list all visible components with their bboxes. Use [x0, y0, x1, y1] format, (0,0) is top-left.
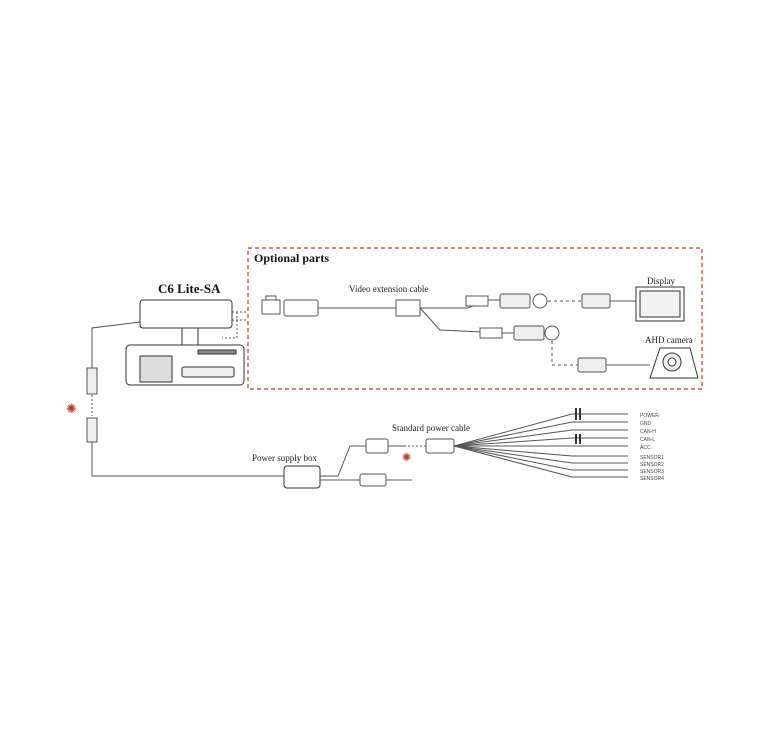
video-plug-2: [513, 325, 545, 341]
display-monitor: [635, 286, 685, 322]
device-title: C6 Lite-SA: [158, 281, 221, 296]
warning-star-right: ✺: [402, 451, 411, 464]
optional-parts-box: [247, 247, 703, 390]
wire-label: CAN-L: [640, 437, 655, 443]
cable-fanout: [453, 408, 628, 478]
ahd-camera: [649, 347, 699, 379]
device-link-dashed: [222, 311, 246, 339]
display-plug: [581, 293, 611, 309]
video-cap-2: [544, 325, 560, 341]
warning-star-left: ✺: [66, 402, 77, 417]
power-supply-label: Power supply box: [252, 453, 317, 463]
camera-plug: [577, 357, 607, 373]
device-socket: [86, 417, 98, 443]
video-cap-1: [532, 293, 548, 309]
supply-plug: [365, 438, 389, 454]
display-label: Display: [647, 276, 675, 286]
wire-label: ACC: [640, 445, 651, 451]
extension-plug: [283, 299, 319, 317]
power-supply-box: [283, 465, 321, 489]
video-splitter: [395, 299, 421, 317]
optional-parts-heading: Optional parts: [254, 251, 329, 265]
c6-device: [125, 299, 245, 386]
wire-label: CAN-H: [640, 429, 656, 435]
standard-cable-plug: [425, 438, 455, 454]
device-connector: [261, 299, 281, 315]
standard-cable-label: Standard power cable: [392, 423, 470, 433]
device-plug: [86, 367, 98, 395]
wire-label: SENSOR4: [640, 476, 664, 482]
wire-label: SENSOR1: [640, 455, 664, 461]
wire-label: SENSOR3: [640, 469, 664, 475]
wire-label: SENSOR2: [640, 462, 664, 468]
wire-label: GND: [640, 421, 652, 427]
video-plug-1: [499, 293, 531, 309]
wire-label: POWER: [640, 413, 659, 419]
camera-label: AHD camera: [645, 335, 693, 345]
video-cable-label: Video extension cable: [349, 284, 428, 294]
